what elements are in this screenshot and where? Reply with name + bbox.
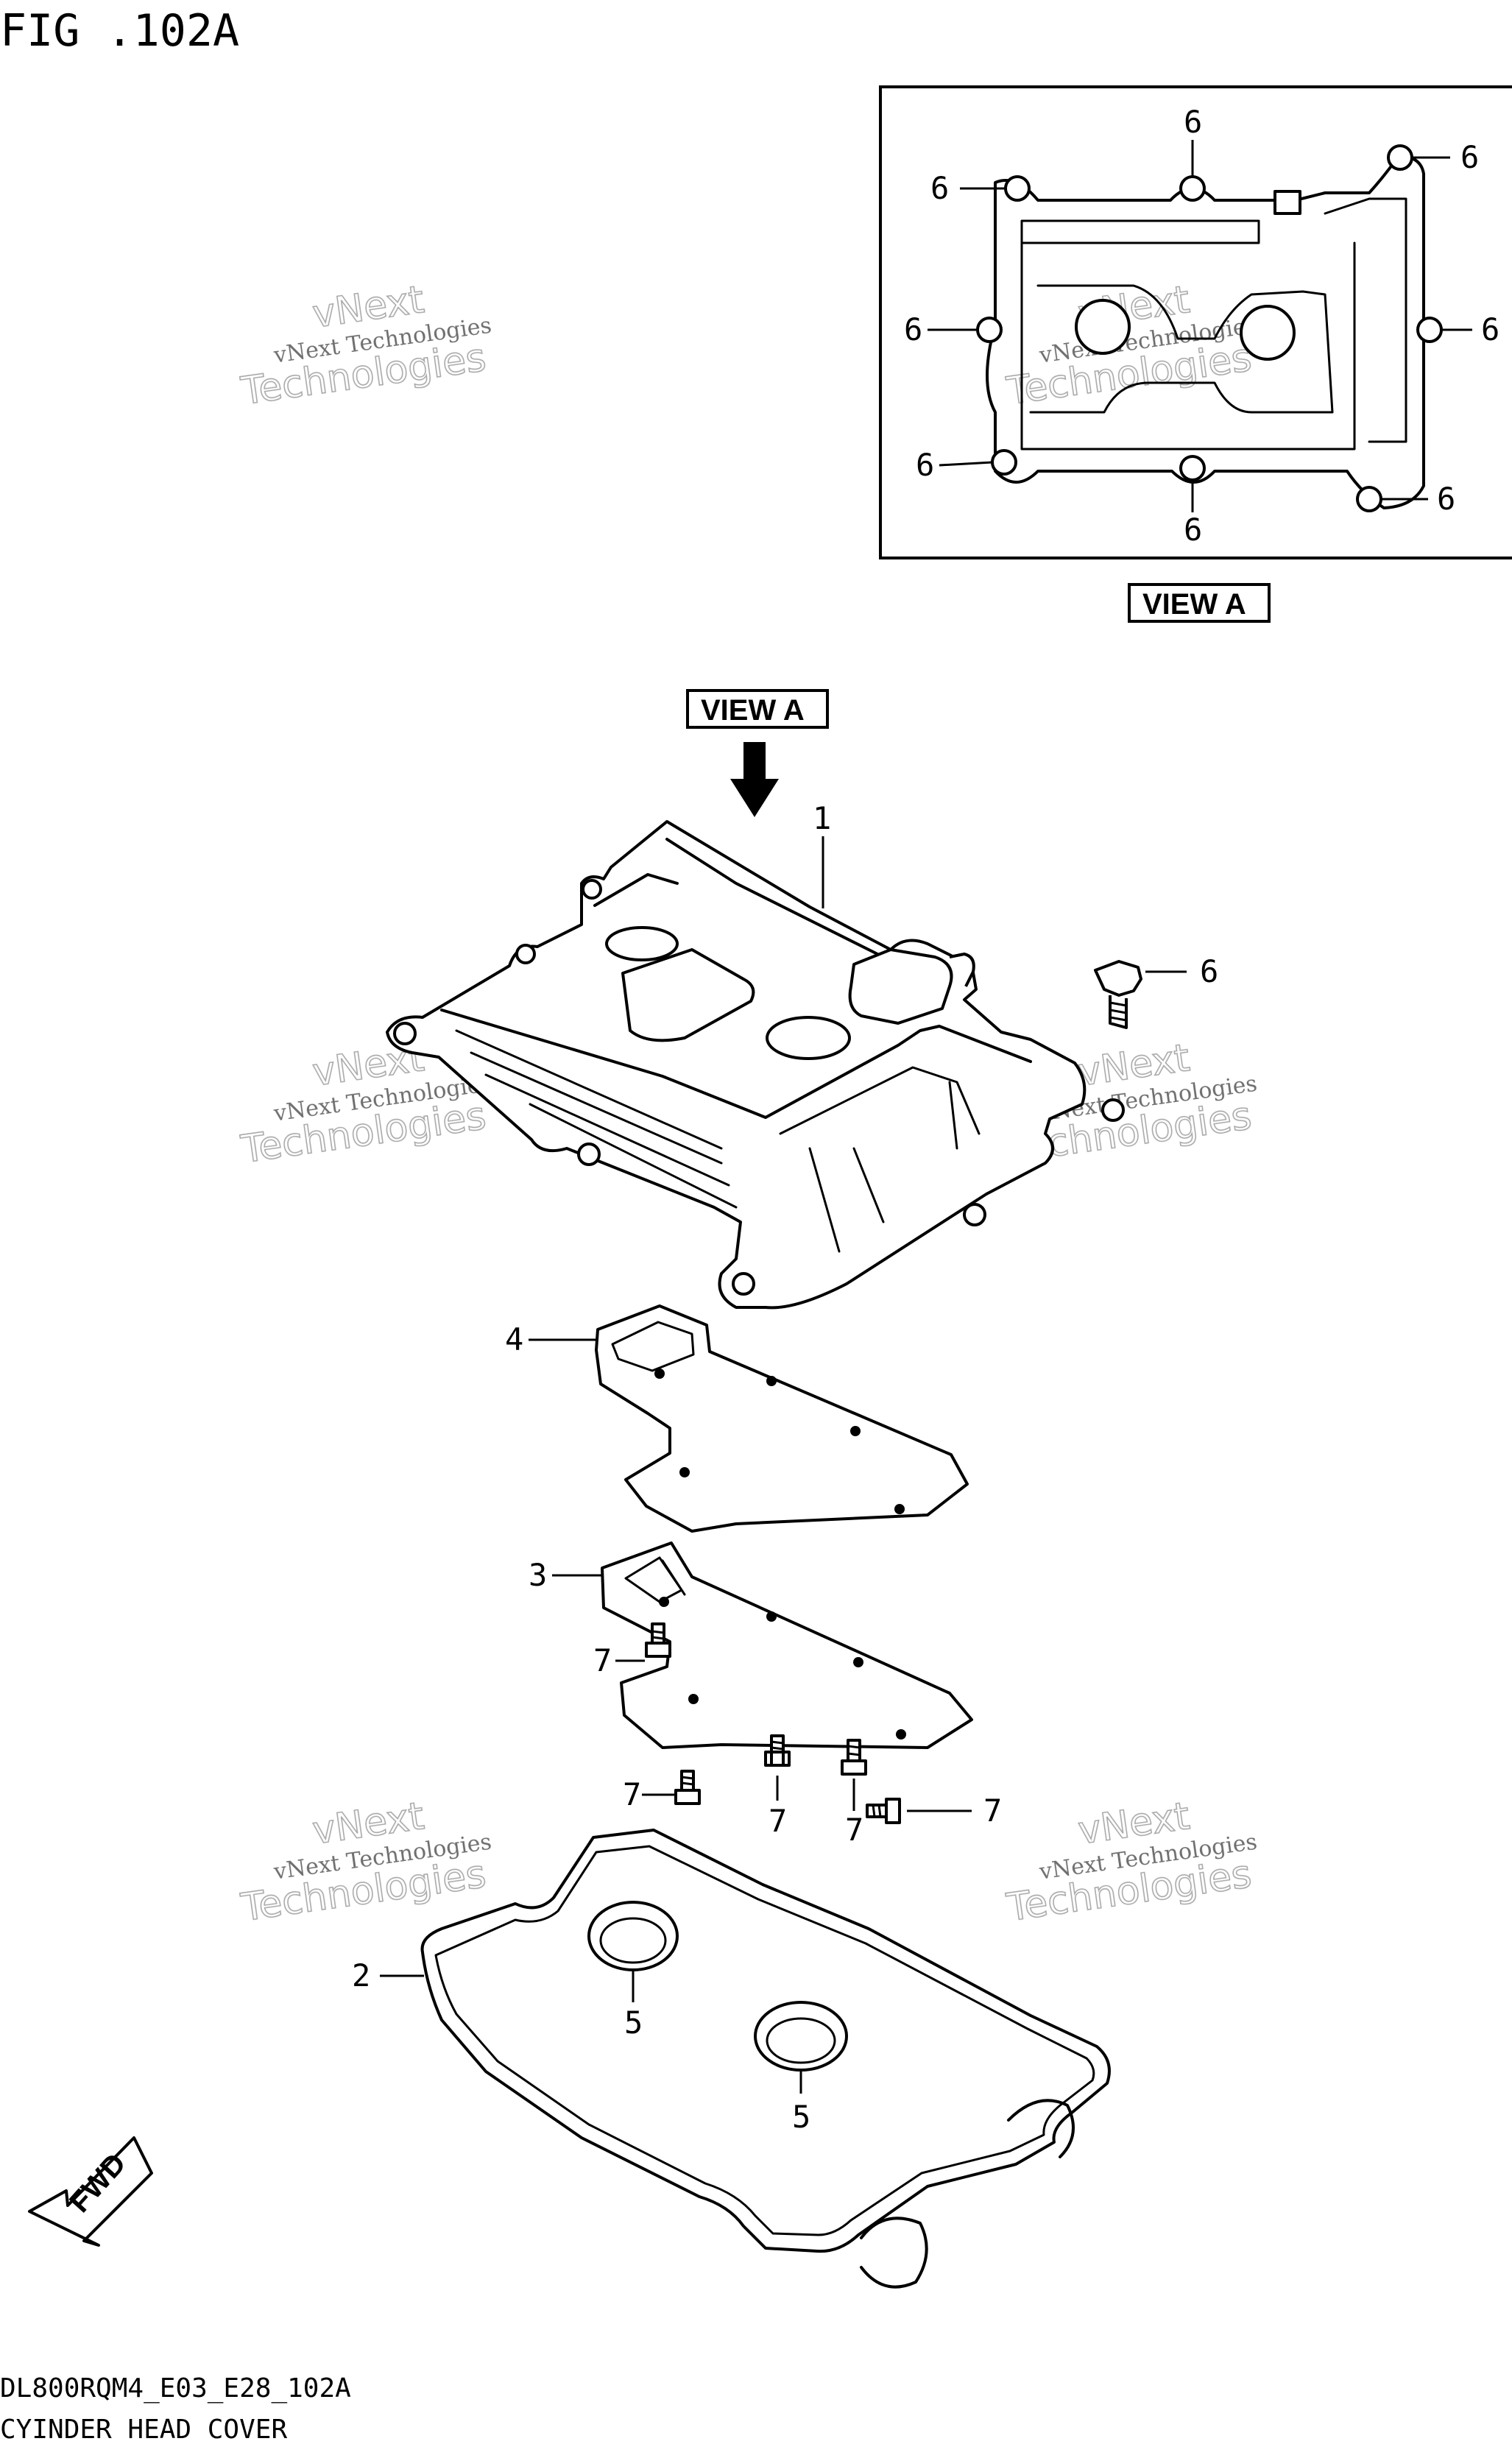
detail-breather-port — [1273, 190, 1301, 215]
gasket-hole — [850, 1426, 861, 1436]
breather-port — [848, 948, 975, 1025]
seal-inner — [599, 1917, 667, 1964]
watermark: vNext vNext Technologies Technologies — [1003, 1793, 1259, 1931]
bolt-hole — [963, 1203, 986, 1226]
bolt-hole — [393, 1022, 417, 1045]
bolt-hole — [582, 879, 602, 900]
detail-plug-hole — [1240, 305, 1296, 361]
callout-6: 6 — [1460, 139, 1479, 175]
view-a-detail: 6 6 6 6 6 6 6 6 — [879, 85, 1512, 559]
small-bolt — [645, 1622, 671, 1658]
callout-6: 6 — [916, 447, 934, 483]
view-a-label-detail: VIEW A — [1128, 583, 1271, 623]
plate-hole — [659, 1597, 669, 1607]
plate-hole — [766, 1611, 777, 1622]
callout-7: 7 — [769, 1803, 787, 1839]
view-label-text: VIEW A — [1142, 588, 1246, 621]
plate-hole — [853, 1657, 863, 1667]
detail-frame — [879, 85, 1512, 559]
bolt-head — [1179, 455, 1206, 481]
plug-hole-rear — [605, 926, 679, 961]
gasket-hole — [679, 1467, 690, 1477]
detail-plug-hole — [1075, 299, 1131, 355]
bolt-head — [991, 449, 1017, 476]
gasket-outline — [595, 1304, 969, 1533]
view-label-box — [1128, 583, 1271, 623]
fwd-arrow-shape — [28, 2136, 153, 2247]
seal-outer — [754, 2001, 848, 2072]
part-7-bolts: 7 7 7 7 7 — [593, 1622, 1002, 1848]
gasket-outer — [420, 1829, 1111, 2253]
detail-ridge — [1029, 284, 1334, 414]
bolt-head — [1416, 317, 1443, 343]
part-1-cylinder-head-cover: 1 — [386, 800, 1125, 1310]
callout-2: 2 — [352, 1957, 370, 1993]
fwd-arrow: FWD — [28, 2136, 153, 2247]
gasket-hole — [654, 1368, 665, 1379]
callout-7: 7 — [593, 1642, 612, 1678]
seal-inner — [766, 2017, 836, 2064]
callout-6: 6 — [1437, 481, 1455, 517]
leader-line — [939, 461, 993, 467]
callout-5: 5 — [624, 2005, 643, 2041]
callout-6: 6 — [1200, 953, 1218, 989]
view-label-text: VIEW A — [701, 694, 805, 727]
small-bolt — [841, 1739, 867, 1776]
part-4-gasket: 4 — [505, 1304, 969, 1533]
small-bolt — [764, 1734, 791, 1767]
bolt-head — [1179, 175, 1206, 202]
callout-6: 6 — [904, 311, 922, 347]
watermark: vNext vNext Technologies Technologies — [1003, 277, 1259, 414]
cover-body-top — [440, 838, 1032, 1119]
plate-tab — [624, 1556, 686, 1603]
detail-inner-outline — [1020, 197, 1407, 451]
plate-hole — [896, 1729, 906, 1740]
figure-name: CYINDER HEAD COVER — [0, 2415, 287, 2444]
bolt-head — [1004, 175, 1031, 202]
callout-5: 5 — [792, 2099, 810, 2135]
bolt-hole — [515, 944, 536, 964]
callout-3: 3 — [529, 1557, 547, 1593]
bolt-head — [1356, 486, 1382, 512]
part-6-bolt: 6 — [1094, 953, 1218, 1029]
callout-6: 6 — [1184, 104, 1202, 140]
view-a-label-main: VIEW A — [686, 689, 829, 729]
callout-7: 7 — [623, 1776, 641, 1812]
bolt-hole — [732, 1272, 755, 1296]
bolt-thread — [1109, 1001, 1128, 1022]
bolt-head — [976, 317, 1003, 343]
gasket-inner — [611, 1321, 695, 1372]
watermark: vNext vNext Technologies Technologies — [238, 277, 493, 414]
callout-6: 6 — [1184, 512, 1202, 548]
gasket-back-lobes — [860, 2099, 1075, 2289]
plate-hole — [688, 1694, 699, 1704]
view-label-box — [686, 689, 829, 729]
plug-hole-front — [766, 1016, 851, 1060]
gasket-hole — [766, 1376, 777, 1386]
callout-1: 1 — [813, 800, 831, 836]
bolt-hole — [1101, 1098, 1125, 1122]
callout-7: 7 — [845, 1812, 863, 1848]
detail-leaders — [928, 140, 1472, 512]
figure-code: DL800RQM4_E03_E28_102A — [0, 2373, 351, 2404]
cover-ridge-lines — [455, 1029, 981, 1253]
bolt-hole — [577, 1142, 601, 1166]
figure-title: FIG .102A — [0, 5, 239, 57]
watermark: vNext vNext Technologies Technologies — [238, 1793, 493, 1931]
callout-6: 6 — [1481, 311, 1499, 347]
gasket-hole — [894, 1504, 905, 1514]
callout-6: 6 — [930, 170, 949, 206]
part-5-seals: 5 5 — [587, 1901, 848, 2135]
gasket-inner — [434, 1845, 1095, 2236]
cover-flange — [386, 820, 1087, 1310]
view-direction-arrow — [730, 742, 779, 817]
small-bolt — [674, 1770, 701, 1805]
callout-4: 4 — [505, 1321, 523, 1357]
callout-7: 7 — [983, 1793, 1002, 1829]
small-bolt — [866, 1798, 901, 1824]
part-2-cover-gasket: 2 — [352, 1829, 1111, 2289]
bolt-head — [1387, 144, 1413, 171]
